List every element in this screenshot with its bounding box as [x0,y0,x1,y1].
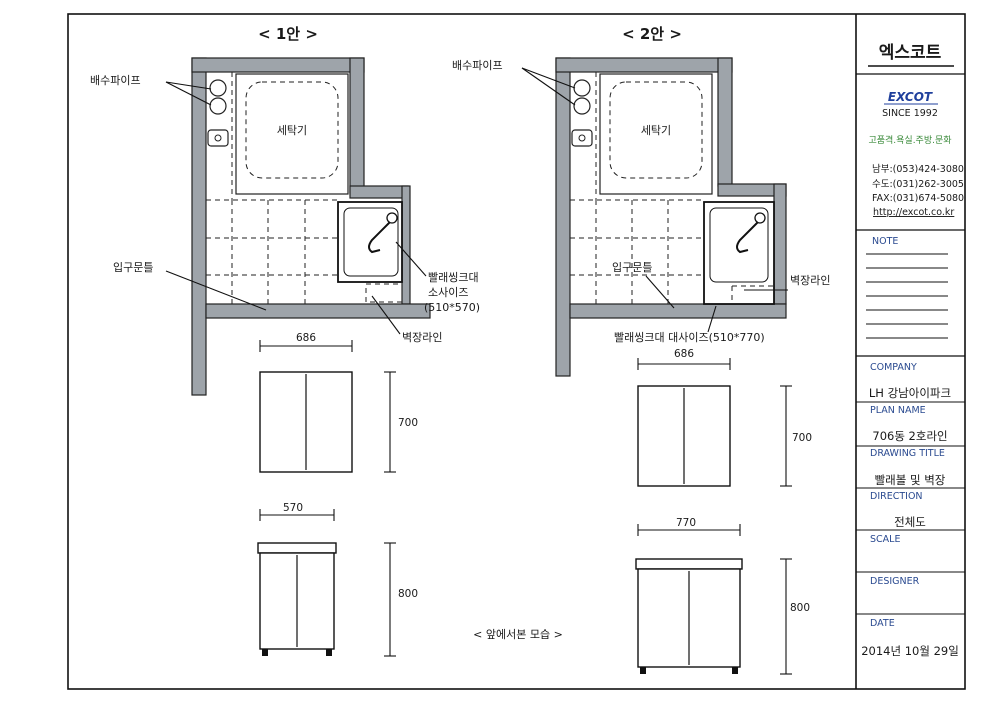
plan2-sink-label: 빨래씽크대 대사이즈(510*770) [614,331,765,344]
plan1-bottom-wall [205,303,431,319]
plan1-floor-drain-icon [207,129,229,147]
since-label: SINCE 1992 [882,108,938,119]
plan2-door-sill-label: 입구문틀 [612,261,652,274]
title-block: 엑스코트 EXCOT SINCE 1992 고품격.욕실.주방.문화 남부:(0… [856,43,965,658]
plan1-sink-leader [395,241,427,277]
plan1-door-sill-leader [165,270,267,311]
plan1-right-wall-lower [401,185,411,305]
plan1-floor-drain-center [214,134,222,142]
upper2-width-label: 686 [674,348,694,360]
plan1: < 1안 > 세탁기 배수파이프 입구문틀 [90,25,480,396]
plan2: < 2안 > 세탁기 배수파이프 입구문틀 벽장라인 [452,25,830,377]
fax: FAX:(031)674-5080 [872,193,964,204]
plan2-faucet-icon [754,212,766,224]
plan2-drain-pipe-label: 배수파이프 [452,59,503,72]
lower1-leg-right [326,649,332,656]
plan2-right-wall-lower [773,183,787,305]
plan1-washer-label: 세탁기 [277,124,307,137]
lower2-width-label: 770 [676,517,696,529]
plan1-sink-label-2: 소사이즈 [428,286,468,299]
plan2-top-wall [555,57,733,73]
logo-kr: 엑스코트 [879,43,942,63]
plan1-drain-pipe-icon [209,79,227,97]
plan2-title: < 2안 > [622,25,682,43]
plan1-wall-line-leader [371,295,401,335]
tel-metro: 수도:(031)262-3005 [872,179,964,190]
plan2-washer-lid [609,81,703,179]
company-label: COMPANY [870,362,917,373]
plan2-floor-drain-center [578,134,586,142]
plan2-washer-box [599,73,713,195]
plan2-door-sill-leader [645,275,675,309]
lower1-height-label: 800 [398,588,418,600]
scale-label: SCALE [870,534,900,545]
plan2-faucet-spout-icon [736,221,759,254]
designer-label: DESIGNER [870,576,920,587]
plan1-sink-basin [343,207,399,277]
drawing-title-value: 빨래볼 및 벽장 [875,473,946,487]
plan2-sink-basin [709,207,769,283]
plan1-drain-leader-1 [165,81,212,90]
plan1-door-sill-label: 입구문틀 [113,261,153,274]
plan1-drain-pipe-icon-2 [209,97,227,115]
plan2-drain-pipe-icon-2 [573,97,591,115]
plan1-right-wall-upper [349,57,365,194]
note-label: NOTE [872,236,898,247]
date-value: 2014년 10월 29일 [861,644,959,658]
plan1-drain-leader-2 [165,81,212,106]
direction-value: 전체도 [894,515,926,529]
plan1-sink-label-1: 빨래씽크대 [428,271,479,284]
plan1-washer-lid [245,81,339,179]
front-view-title: < 앞에서본 모습 > [473,628,563,641]
plan1-sink-label-3: (510*570) [424,301,480,314]
plan1-left-wall [191,57,207,396]
sheet-border [67,13,966,690]
plan1-wall-line-label: 벽장라인 [402,331,442,344]
lower1-top [257,542,337,554]
plan2-washer-label: 세탁기 [641,124,671,137]
lower2-top [635,558,743,570]
plan2-right-wall-upper [717,57,733,187]
plan2-sink-leader [707,305,717,333]
logo-en: EXCOT [888,90,933,104]
plan-name-value: 706동 2호라인 [872,429,947,443]
upper1-width-label: 686 [296,332,316,344]
lower1-leg-left [262,649,268,656]
lower2-leg-left [640,667,646,674]
plan1-step-wall [349,185,409,199]
plan2-left-wall [555,57,571,377]
plan2-floor-drain-icon [571,129,593,147]
date-label: DATE [870,618,895,629]
drawing-title-label: DRAWING TITLE [870,448,945,459]
lower2-leg-right [732,667,738,674]
plan2-bottom-wall [569,303,787,319]
plan1-cabinet-dash [365,283,403,303]
lower2-height-label: 800 [790,602,810,614]
plan1-drain-pipe-label: 배수파이프 [90,74,141,87]
plan1-faucet-spout-icon [368,221,391,254]
upper1-height-label: 700 [398,417,418,429]
upper2-height-label: 700 [792,432,812,444]
company-value: LH 강남아이파크 [869,386,951,400]
url-link[interactable]: http://excot.co.kr [873,207,954,218]
plan1-top-wall [191,57,365,73]
lower1-width-label: 570 [283,502,303,514]
plan2-drain-leader-1 [521,67,576,89]
plan1-washer-box [235,73,349,195]
front-view-2: 686 700 770 800 [635,348,812,675]
plan2-drain-leader-2 [521,67,576,106]
plan1-title: < 1안 > [258,25,318,43]
direction-label: DIRECTION [870,491,923,502]
tel-south: 남부:(053)424-3080 [872,164,964,175]
plan2-drain-pipe-icon [573,79,591,97]
tagline: 고품격.욕실.주방.문화 [868,134,951,146]
front-view-1: 686 700 570 800 [257,332,418,657]
plan1-faucet-icon [386,212,398,224]
plan2-wall-line-label: 벽장라인 [790,274,830,287]
plan-name-label: PLAN NAME [870,405,926,416]
